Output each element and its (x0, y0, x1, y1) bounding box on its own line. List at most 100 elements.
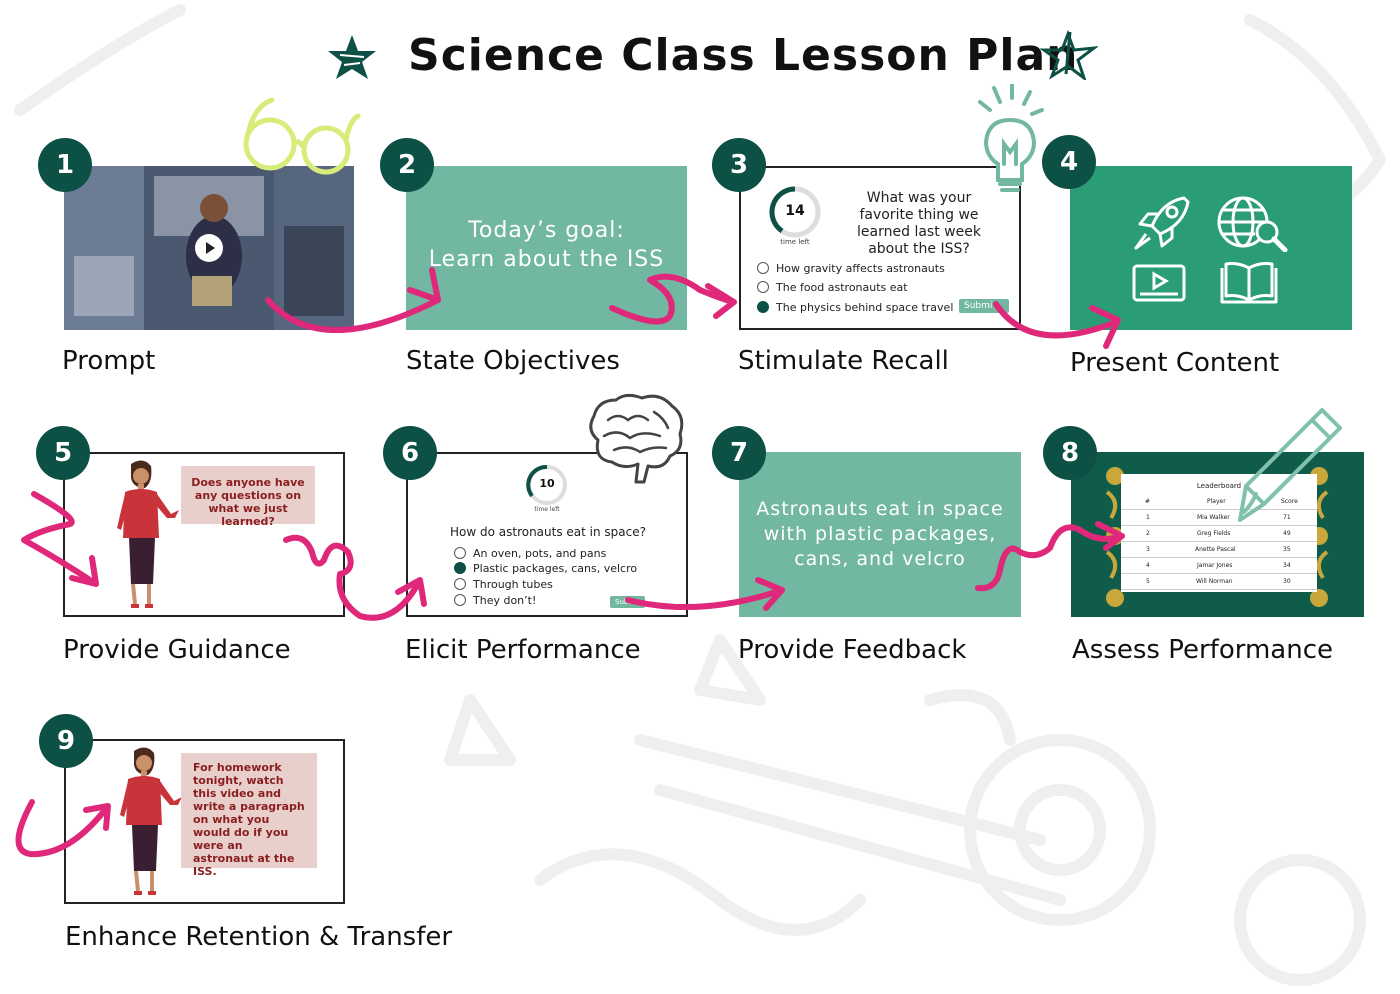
lightbulb-icon (978, 84, 1044, 192)
present-content-card (1070, 166, 1352, 330)
teacher-avatar (120, 747, 182, 895)
timer-value: 10 (539, 477, 555, 490)
objectives-line-1: Today’s goal: (468, 218, 625, 243)
recall-option-2[interactable]: The food astronauts eat (757, 281, 908, 294)
recall-option-3[interactable]: The physics behind space travel (757, 301, 953, 314)
guidance-speech-bubble: Does anyone have any questions on what w… (181, 466, 315, 528)
rank-cell: 5 (1146, 578, 1150, 585)
submit-button[interactable]: Submi (959, 299, 1009, 313)
retention-card: For homework tonight, watch this video a… (64, 739, 345, 904)
step-5-number: 5 (36, 426, 90, 480)
performance-option-1[interactable]: An oven, pots, and pans (454, 547, 606, 560)
feedback-card: Astronauts eat in space with plastic pac… (739, 452, 1021, 617)
step-1-number: 1 (38, 138, 92, 192)
radio-button-selected[interactable] (454, 562, 466, 574)
radio-button[interactable] (454, 594, 466, 606)
recall-quiz-card: 14 time left What was your favorite thin… (739, 166, 1021, 330)
star-icon (1040, 30, 1098, 80)
option-label: Through tubes (473, 578, 553, 591)
performance-question: How do astronauts eat in space? (449, 525, 646, 539)
performance-option-2[interactable]: Plastic packages, cans, velcro (454, 562, 637, 575)
step-1-label: Prompt (62, 346, 156, 376)
player-cell: Will Norman (1196, 578, 1233, 585)
timer-ring (769, 186, 821, 238)
recall-question: What was your favorite thing we learned … (857, 190, 981, 257)
pencil-icon (1238, 408, 1342, 522)
step-6-number: 6 (383, 426, 437, 480)
table-row: 5 Will Norman 30 (1121, 574, 1317, 590)
rocket-icon (1134, 196, 1190, 250)
leaderboard-table: Leaderboard # Player Score 1 Mia Walker … (1121, 474, 1317, 592)
step-3-label: Stimulate Recall (738, 346, 949, 376)
step-7-label: Provide Feedback (738, 635, 967, 665)
radio-button[interactable] (454, 578, 466, 590)
submit-button[interactable]: Submit (610, 596, 645, 608)
step-2-label: State Objectives (406, 346, 620, 376)
globe-search-icon (1217, 196, 1288, 252)
header-score: Score (1281, 498, 1298, 505)
player-cell: Mia Walker (1197, 514, 1230, 521)
radio-button[interactable] (757, 262, 769, 274)
option-label: The food astronauts eat (776, 281, 908, 294)
timer-label: time left (780, 238, 810, 246)
step-6-label: Elicit Performance (405, 635, 641, 665)
table-row: 3 Anette Pascal 35 (1121, 542, 1317, 558)
option-label: An oven, pots, and pans (473, 547, 607, 560)
performance-option-4[interactable]: They don’t! (454, 594, 536, 607)
score-cell: 49 (1283, 530, 1291, 537)
video-icon (1132, 264, 1186, 302)
score-cell: 71 (1283, 514, 1291, 521)
step-4-number: 4 (1042, 135, 1096, 189)
step-9-number: 9 (39, 714, 93, 768)
objectives-card: Today’s goal: Learn about the ISS (406, 166, 687, 330)
table-row: 1 Mia Walker 71 (1121, 510, 1317, 526)
recall-option-1[interactable]: How gravity affects astronauts (757, 262, 945, 275)
player-cell: Anette Pascal (1195, 546, 1236, 553)
step-7-number: 7 (712, 426, 766, 480)
step-9-label: Enhance Retention & Transfer (65, 922, 453, 952)
feedback-line-2: with plastic packages, (763, 523, 997, 545)
retention-speech-bubble: For homework tonight, watch this video a… (181, 753, 317, 878)
option-label: They don’t! (473, 594, 537, 607)
timer-value: 14 (785, 203, 805, 219)
option-label: How gravity affects astronauts (776, 262, 945, 275)
feedback-line-3: cans, and velcro (794, 548, 966, 570)
player-cell: Greg Fields (1197, 530, 1231, 537)
step-8-label: Assess Performance (1072, 635, 1333, 665)
header-rank: # (1145, 498, 1151, 505)
performance-option-3[interactable]: Through tubes (454, 578, 553, 591)
step-3-number: 3 (712, 138, 766, 192)
player-cell: Jamar Jones (1197, 562, 1233, 569)
radio-button-selected[interactable] (757, 301, 769, 313)
teacher-avatar (117, 460, 179, 608)
radio-button[interactable] (757, 281, 769, 293)
step-2-number: 2 (380, 138, 434, 192)
option-label: Plastic packages, cans, velcro (473, 562, 638, 575)
table-row: 4 Jamar Jones 34 (1121, 558, 1317, 574)
radio-button[interactable] (454, 547, 466, 559)
timer-label: time left (534, 506, 560, 513)
table-row: 2 Greg Fields 49 (1121, 526, 1317, 542)
guidance-card: Does anyone have any questions on what w… (63, 452, 345, 617)
prompt-video[interactable] (64, 166, 354, 330)
feedback-line-1: Astronauts eat in space (756, 498, 1004, 520)
score-cell: 35 (1283, 546, 1291, 553)
step-4-label: Present Content (1070, 348, 1280, 378)
rank-cell: 2 (1146, 530, 1150, 537)
timer-ring (526, 465, 567, 505)
header-player: Player (1207, 498, 1226, 505)
book-icon (1220, 262, 1278, 304)
step-5-label: Provide Guidance (63, 635, 291, 665)
glasses-icon (243, 97, 361, 175)
play-icon[interactable] (195, 234, 223, 262)
rank-cell: 3 (1146, 546, 1150, 553)
table-header: # Player Score (1121, 494, 1317, 510)
step-8-number: 8 (1043, 426, 1097, 480)
score-cell: 34 (1283, 562, 1291, 569)
option-label: The physics behind space travel (776, 301, 954, 314)
rank-cell: 4 (1146, 562, 1150, 569)
rank-cell: 1 (1146, 514, 1150, 521)
page-title: Science Class Lesson Plan (408, 30, 1079, 81)
star-icon (328, 35, 376, 79)
